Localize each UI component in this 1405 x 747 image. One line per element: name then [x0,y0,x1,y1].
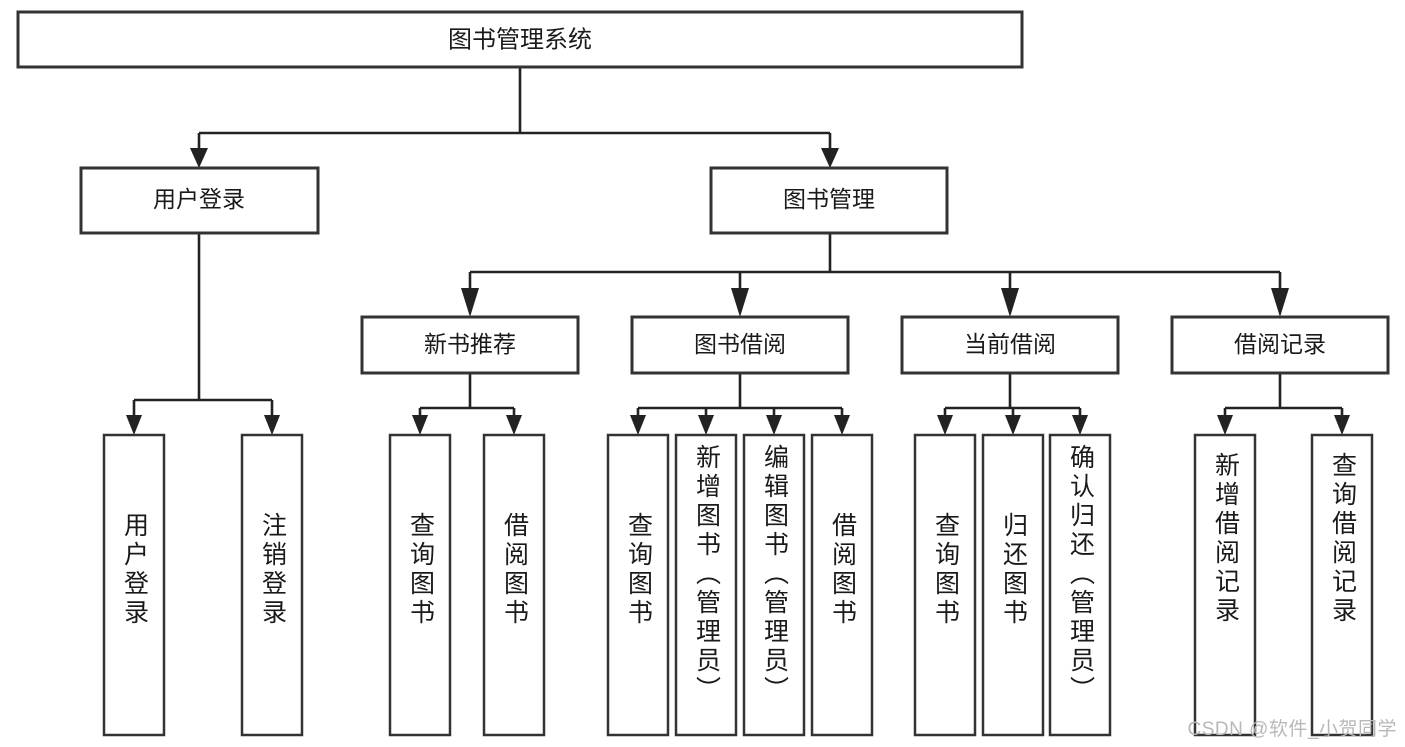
node-root-label: 图书管理系统 [448,26,592,53]
arrow-head-cb-leaf-2 [1005,415,1021,435]
arrow-head-leaf-logout [264,415,280,435]
node-book-manage[interactable]: 图书管理 [709,166,949,235]
leaf-label-cb-query-book: 查询图书 [931,512,960,628]
arrow-head-br-leaf-1 [1217,415,1233,435]
leaf-label-br-query-record: 查询借阅记录 [1328,452,1357,626]
leaf-box-logout[interactable] [240,433,304,737]
leaf-box-nb-borrow-book[interactable] [482,433,546,737]
leaf-label-logout: 注销登录 [258,512,287,628]
leaf-label-bb-borrow-book: 借阅图书 [828,512,857,628]
node-borrow-record-box[interactable] [1170,315,1390,375]
leaf-label-nb-query-book: 查询图书 [406,512,435,628]
leaf-box-bb-borrow-book[interactable] [810,433,874,737]
arrow-head-nb-leaf-2 [506,415,522,435]
node-root[interactable]: 图书管理系统 [16,10,1024,69]
arrow-head-cb-leaf-3 [1072,415,1088,435]
leaf-box-bb-edit-book[interactable] [742,433,806,737]
connector-newbook-to-leaves [412,373,522,435]
leaf-label-cb-return-book: 归还图书 [999,512,1028,628]
node-borrow-record[interactable]: 借阅记录 [1170,315,1390,375]
arrow-head-bb-leaf-4 [834,415,850,435]
leaf-box-bb-add-book[interactable] [674,433,738,737]
leaf-label-bb-query-book: 查询图书 [624,512,653,628]
connector-currentborrow-to-leaves [937,373,1088,435]
arrow-head-br-leaf-2 [1334,415,1350,435]
arrow-head-borrow-record [1271,288,1289,317]
leaf-label-nb-borrow-book: 借阅图书 [500,512,529,628]
arrow-head-new-book [461,288,479,317]
arrow-head-cb-leaf-1 [937,415,953,435]
csdn-watermark: CSDN @软件_小贺同学 [1187,719,1397,740]
node-book-manage-label: 图书管理 [783,186,875,212]
arrow-head-bb-leaf-1 [630,415,646,435]
leaf-label-user-login: 用户登录 [120,512,149,628]
node-user-login-label: 用户登录 [153,186,245,212]
connector-borrowrecord-to-leaves [1217,373,1350,435]
node-borrow-record-label: 借阅记录 [1234,331,1326,357]
leaf-label-bb-edit-book: 编辑图书（管理员） [760,444,789,705]
connector-bookborrow-to-leaves [630,373,850,435]
node-current-borrow-box[interactable] [900,315,1120,375]
arrow-head-user-login [190,148,208,168]
connector-root-to-level2 [190,67,839,168]
leaf-label-bb-add-book: 新增图书（管理员） [692,444,721,705]
node-root-box[interactable] [16,10,1024,69]
connector-bookmanage-to-level3 [461,233,1289,317]
node-new-book-recommend[interactable]: 新书推荐 [360,315,580,375]
node-book-manage-box[interactable] [709,166,949,235]
arrow-head-current-borrow [1001,288,1019,317]
arrow-head-leaf-user-login [126,415,142,435]
leaf-box-user-login[interactable] [102,433,166,737]
leaf-box-nb-query-book[interactable] [388,433,452,737]
arrow-head-book-manage [821,148,839,168]
node-current-borrow[interactable]: 当前借阅 [900,315,1120,375]
leaf-box-cb-return-book[interactable] [981,433,1045,737]
leaf-label-br-add-record: 新增借阅记录 [1211,452,1240,626]
leaf-box-cb-query-book[interactable] [913,433,977,737]
leaf-box-br-query-record[interactable] [1310,433,1374,737]
node-book-borrow-label: 图书借阅 [694,331,786,357]
leaf-label-cb-confirm-return: 确认归还（管理员） [1066,444,1095,705]
leaf-box-bb-query-book[interactable] [606,433,670,737]
leaf-box-br-add-record[interactable] [1193,433,1257,737]
node-book-borrow[interactable]: 图书借阅 [630,315,850,375]
node-user-login-box[interactable] [79,166,320,235]
leaf-box-cb-confirm-return[interactable] [1048,433,1112,737]
node-book-borrow-box[interactable] [630,315,850,375]
node-user-login[interactable]: 用户登录 [79,166,320,235]
arrow-head-bb-leaf-3 [766,415,782,435]
node-current-borrow-label: 当前借阅 [964,331,1056,357]
arrow-head-bb-leaf-2 [698,415,714,435]
arrow-head-nb-leaf-1 [412,415,428,435]
node-new-book-recommend-box[interactable] [360,315,580,375]
node-new-book-recommend-label: 新书推荐 [424,331,516,357]
arrow-head-book-borrow [731,288,749,317]
connector-userlogin-to-leaves [126,233,280,435]
